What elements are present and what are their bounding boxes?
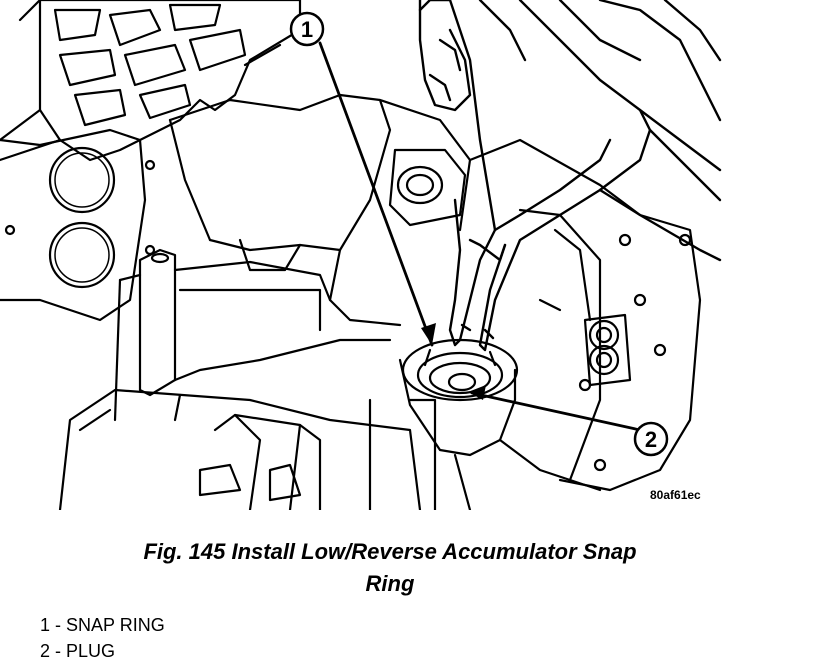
snap-ring-pliers	[418, 0, 722, 352]
legend-item: 1 - SNAP RING	[40, 615, 165, 635]
figure-caption: Fig. 145 Install Low/Reverse Accumulator…	[40, 536, 740, 600]
arrowheads	[421, 323, 486, 400]
callout-1-number: 1	[301, 17, 313, 42]
callout-2-number: 2	[645, 427, 657, 452]
figure-caption-line1: Fig. 145 Install Low/Reverse Accumulator…	[143, 539, 637, 564]
drawing-code: 80af61ec	[650, 488, 701, 502]
gasket-holes	[0, 128, 156, 322]
legend-item: 2 - PLUG	[40, 641, 116, 661]
separator-plate	[0, 0, 302, 162]
leader-arrows	[318, 41, 642, 432]
callout-2: 2	[633, 421, 669, 457]
legend: 1 - SNAP RING 2 - PLUG	[40, 612, 165, 664]
callout-1: 1	[289, 11, 325, 47]
transmission-case	[113, 93, 702, 492]
transmission-valve-body-illustration: 1 2	[0, 0, 722, 510]
figure-caption-line2: Ring	[365, 571, 415, 596]
lower-housing	[58, 388, 602, 510]
accumulator-bore	[398, 338, 519, 457]
